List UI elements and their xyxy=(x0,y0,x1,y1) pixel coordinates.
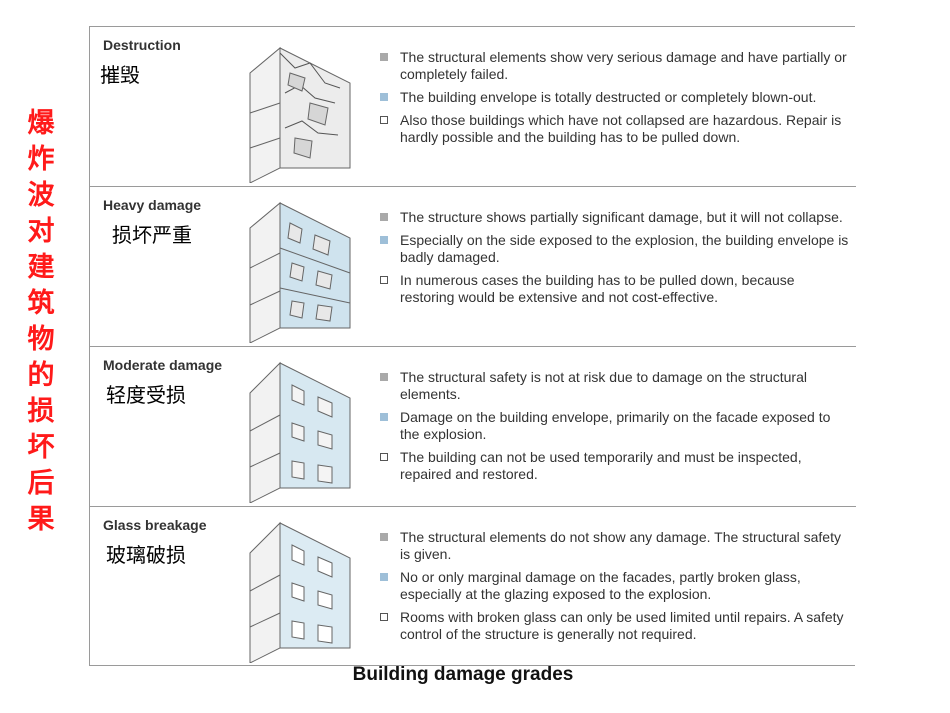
bullet-usability: Also those buildings which have not coll… xyxy=(380,112,850,146)
grade-row-moderate-damage: Moderate damage 轻度受损 The structural safe… xyxy=(90,347,856,507)
grade-title-en: Destruction xyxy=(103,37,181,53)
empty-square-icon xyxy=(380,613,388,621)
blue-square-icon xyxy=(380,413,388,421)
grade-title-zh: 摧毁 xyxy=(100,63,140,87)
bullet-structure: The structural elements do not show any … xyxy=(380,529,850,563)
moderate-damage-building-illustration xyxy=(249,361,351,503)
bullet-envelope: Damage on the building envelope, primari… xyxy=(380,409,850,443)
grade-title-en: Glass breakage xyxy=(103,517,207,533)
grade-row-destruction: Destruction 摧毁 The structural elements s… xyxy=(90,27,856,187)
side-title: 爆炸波对建筑物的损坏后果 xyxy=(27,108,55,535)
gray-square-icon xyxy=(380,53,388,61)
bullet-envelope: No or only marginal damage on the facade… xyxy=(380,569,850,603)
gray-square-icon xyxy=(380,373,388,381)
empty-square-icon xyxy=(380,453,388,461)
grade-title-en: Heavy damage xyxy=(103,197,202,213)
grade-title-zh: 玻璃破损 xyxy=(106,543,186,567)
glass-breakage-building-illustration xyxy=(249,521,351,663)
bullet-usability: Rooms with broken glass can only be used… xyxy=(380,609,850,643)
bullet-structure: The structural elements show very seriou… xyxy=(380,49,850,83)
gray-square-icon xyxy=(380,213,388,221)
grade-title-zh: 损坏严重 xyxy=(112,223,192,247)
figure-caption: Building damage grades xyxy=(352,664,574,685)
bullet-structure: The structure shows partially significan… xyxy=(380,209,850,226)
bullet-usability: The building can not be used temporarily… xyxy=(380,449,850,483)
blue-square-icon xyxy=(380,573,388,581)
empty-square-icon xyxy=(380,116,388,124)
bullet-structure: The structural safety is not at risk due… xyxy=(380,369,850,403)
empty-square-icon xyxy=(380,276,388,284)
grade-bullets: The structural safety is not at risk due… xyxy=(380,369,850,489)
grade-row-glass-breakage: Glass breakage 玻璃破损 The structural eleme… xyxy=(90,507,856,667)
bullet-usability: In numerous cases the building has to be… xyxy=(380,272,850,306)
blue-square-icon xyxy=(380,93,388,101)
grade-row-heavy-damage: Heavy damage 损坏严重 The structure shows pa… xyxy=(90,187,856,347)
grade-bullets: The structure shows partially significan… xyxy=(380,209,850,312)
destroyed-building-illustration xyxy=(249,46,351,183)
grade-title-en: Moderate damage xyxy=(103,357,223,373)
grade-title-zh: 轻度受损 xyxy=(106,383,186,407)
blue-square-icon xyxy=(380,236,388,244)
bullet-envelope: Especially on the side exposed to the ex… xyxy=(380,232,850,266)
grade-bullets: The structural elements do not show any … xyxy=(380,529,850,649)
bullet-envelope: The building envelope is totally destruc… xyxy=(380,89,850,106)
damage-grades-table: Destruction 摧毁 The structural elements s… xyxy=(89,26,856,667)
grade-bullets: The structural elements show very seriou… xyxy=(380,49,850,152)
heavy-damage-building-illustration xyxy=(249,201,351,343)
gray-square-icon xyxy=(380,533,388,541)
